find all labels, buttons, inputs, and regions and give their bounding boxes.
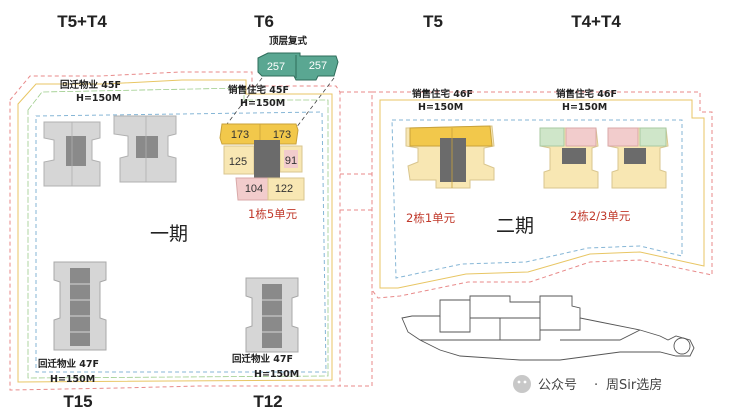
phase1-label: 一期 (150, 223, 188, 245)
unit-label-91: 91 (285, 155, 297, 167)
watermark-name: 周Sir选房 (606, 377, 662, 393)
building-t4-b (607, 127, 669, 189)
wechat-icon (513, 375, 531, 393)
building-type-t4t4: 销售住宅 46F (556, 88, 617, 100)
duplex-leader-lines (223, 77, 335, 129)
building-height-t15: H=150M (50, 374, 95, 385)
building-type-t12: 回迁物业 47F (232, 353, 293, 365)
building-height-top-left: H=150M (76, 93, 121, 104)
building-t15 (53, 261, 107, 351)
road-cross (340, 173, 372, 211)
t4t4-unit-note: 2栋2/3单元 (570, 209, 631, 223)
phase2-boundary-blue (391, 119, 683, 279)
building-top-left-a (43, 121, 101, 187)
column-label-t5-t4: T5+T4 (57, 12, 107, 31)
watermark: 公众号 · 周Sir选房 (513, 375, 662, 393)
building-t5 (405, 125, 495, 189)
building-height-t12: H=150M (254, 369, 299, 380)
building-height-t6: H=150M (240, 98, 285, 109)
building-type-t5: 销售住宅 46F (412, 88, 473, 100)
building-t12 (245, 277, 299, 353)
phase1-boundary-yellow (17, 79, 333, 383)
phase2-label: 二期 (496, 215, 534, 237)
building-type-t15: 回迁物业 47F (38, 358, 99, 370)
building-type-top-left: 回迁物业 45F (60, 79, 121, 91)
building-t4-a (539, 127, 599, 189)
watermark-dot: · (594, 378, 598, 393)
road-middle (340, 91, 373, 387)
column-label-t4-t4: T4+T4 (571, 12, 621, 31)
building-height-t5: H=150M (418, 102, 463, 113)
t6-unit-note: 1栋5单元 (248, 207, 298, 221)
t5-unit-note: 2栋1单元 (406, 211, 456, 225)
phase1-boundary-blue (35, 111, 327, 373)
site-boundaries (9, 71, 713, 391)
phase2-boundary-red (371, 91, 713, 299)
unit-label-173-a: 173 (231, 129, 249, 141)
building-height-t4t4: H=150M (562, 102, 607, 113)
unit-label-duplex-a: 257 (267, 61, 285, 73)
unit-label-173-b: 173 (273, 129, 291, 141)
building-top-left-b (113, 115, 177, 183)
unit-label-125: 125 (229, 156, 247, 168)
column-label-t5: T5 (423, 12, 443, 31)
unit-label-122: 122 (275, 183, 293, 195)
column-label-t6: T6 (254, 12, 274, 31)
watermark-prefix: 公众号 (538, 378, 577, 393)
phase1-boundary-green (27, 87, 329, 379)
duplex-note: 顶层复式 (269, 35, 308, 47)
phase2-boundary-yellow (379, 99, 705, 289)
duplex-building: 257 257 (257, 52, 339, 81)
bottom-label-t15: T15 (63, 392, 92, 411)
unit-label-104: 104 (245, 183, 263, 195)
phase1-boundary-red (9, 71, 341, 391)
building-t6: 173 173 125 91 104 122 (219, 123, 305, 201)
building-type-t6: 销售住宅 45F (228, 84, 289, 96)
existing-structure-outline (401, 295, 695, 361)
bottom-label-t12: T12 (253, 392, 282, 411)
unit-label-duplex-b: 257 (309, 60, 327, 72)
